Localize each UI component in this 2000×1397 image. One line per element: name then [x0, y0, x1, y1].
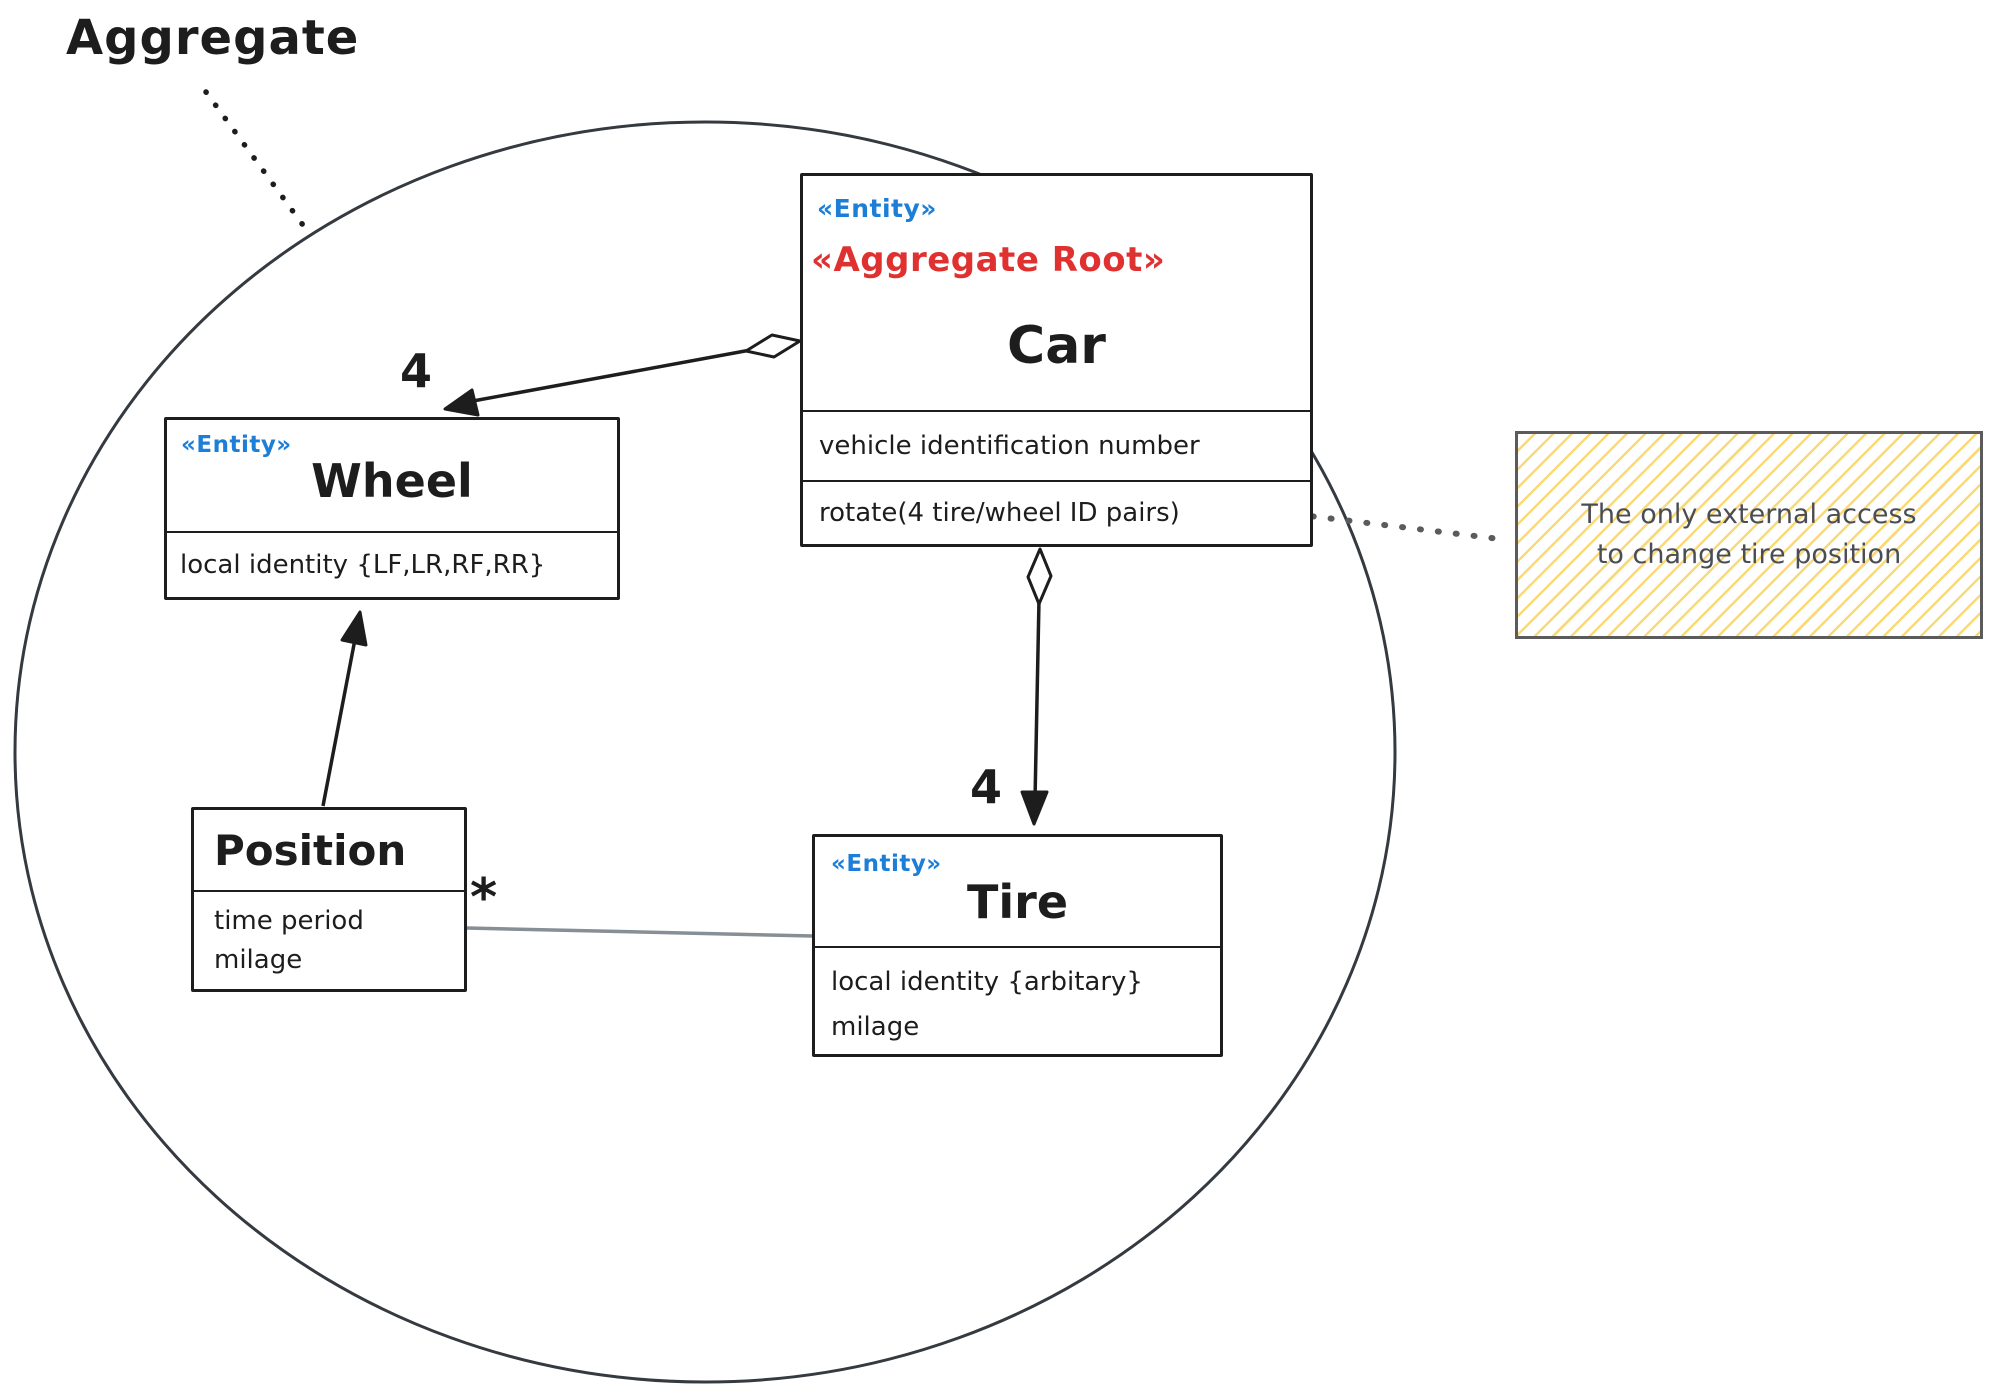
- class-box-wheel: «Entity» Wheel local identity {LF,LR,RF,…: [164, 417, 620, 600]
- wheel-class-name: Wheel: [311, 454, 473, 508]
- wheel-title-compartment: «Entity» Wheel: [167, 420, 617, 531]
- aggregate-label: Aggregate: [66, 10, 360, 66]
- car-attributes-compartment: vehicle identification number: [803, 410, 1310, 480]
- tire-title-compartment: «Entity» Tire: [815, 837, 1220, 946]
- car-wheel-association-line: [461, 347, 757, 405]
- car-aggregate-root-stereotype: «Aggregate Root»: [811, 240, 1166, 280]
- car-wheel-arrowhead: [443, 388, 480, 417]
- position-attribute-milage: milage: [214, 945, 303, 975]
- tire-attributes-compartment: local identity {arbitary} milage: [815, 946, 1220, 1054]
- car-class-name: Car: [1007, 316, 1106, 376]
- aggregate-boundary-ellipse: [13, 120, 1397, 1384]
- note-external-access: The only external access to change tire …: [1515, 431, 1983, 639]
- position-wheel-association-line: [321, 633, 358, 807]
- multiplicity-car-wheel: 4: [400, 344, 433, 398]
- car-entity-stereotype: «Entity»: [817, 194, 937, 223]
- car-operation-rotate: rotate(4 tire/wheel ID pairs): [819, 498, 1180, 528]
- class-box-tire: «Entity» Tire local identity {arbitary} …: [812, 834, 1223, 1057]
- car-wheel-aggregation-diamond: [744, 333, 802, 359]
- position-class-name: Position: [214, 826, 407, 875]
- position-title-compartment: Position: [194, 810, 464, 890]
- car-operations-compartment: rotate(4 tire/wheel ID pairs): [803, 480, 1310, 544]
- tire-attribute-local-identity: local identity {arbitary}: [831, 967, 1143, 997]
- class-box-car: «Entity» «Aggregate Root» Car vehicle id…: [800, 173, 1313, 547]
- position-wheel-arrowhead: [340, 610, 368, 647]
- car-attribute: vehicle identification number: [819, 431, 1200, 461]
- note-text-line-2: to change tire position: [1596, 539, 1902, 570]
- aggregate-label-dotted-line: [203, 89, 311, 235]
- note-text-line-1: The only external access: [1581, 499, 1917, 530]
- multiplicity-position-tire: *: [470, 868, 498, 928]
- rotate-note-dotted-line: [1274, 509, 1511, 543]
- wheel-attribute: local identity {LF,LR,RF,RR}: [180, 550, 546, 580]
- car-tire-aggregation-diamond: [1026, 547, 1053, 606]
- tire-class-name: Tire: [966, 875, 1069, 929]
- wheel-entity-stereotype: «Entity»: [181, 432, 292, 458]
- tire-entity-stereotype: «Entity»: [831, 851, 942, 877]
- car-title-compartment: «Entity» «Aggregate Root» Car: [803, 176, 1310, 410]
- wheel-attributes-compartment: local identity {LF,LR,RF,RR}: [167, 531, 617, 597]
- car-tire-association-line: [1033, 599, 1041, 801]
- car-tire-arrowhead: [1020, 790, 1049, 826]
- class-box-position: Position time period milage: [191, 807, 467, 992]
- position-attribute-time-period: time period: [214, 906, 364, 936]
- position-tire-association-line: [466, 926, 814, 938]
- position-attributes-compartment: time period milage: [194, 890, 464, 989]
- tire-attribute-milage: milage: [831, 1012, 920, 1042]
- multiplicity-car-tire: 4: [970, 760, 1003, 814]
